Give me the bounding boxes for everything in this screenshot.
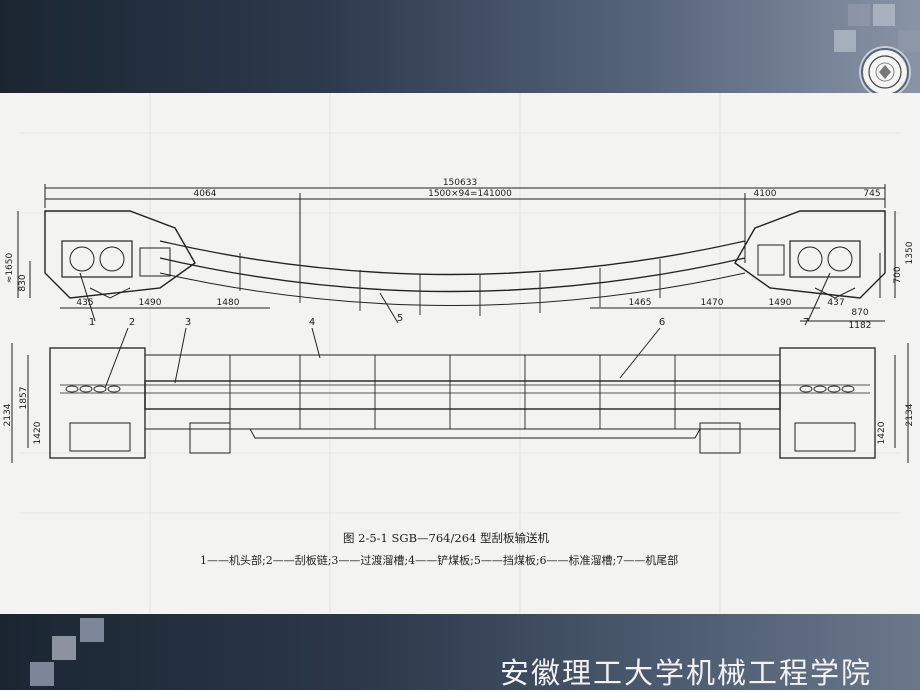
conveyor-figure: 150633 4064 1500×94=141000 4100 745 ≈165… (0, 93, 920, 614)
part-label: 3 (185, 317, 191, 328)
dim-w1420b: 1420 (877, 421, 887, 444)
dim-right-tail: 4100 (754, 189, 777, 199)
figure-caption-legend: 1——机头部;2——刮板链;3——过渡溜槽;4——铲煤板;5——挡煤板;6——标… (200, 554, 679, 567)
decor-square (834, 30, 856, 52)
dim-437: 437 (827, 298, 844, 308)
dim-1490a: 1490 (139, 298, 162, 308)
part-label: 1 (89, 317, 95, 328)
decor-square (898, 30, 920, 52)
part-label: 2 (129, 317, 135, 328)
figure-caption-title: 图 2-5-1 SGB—764/264 型刮板输送机 (343, 531, 549, 545)
footer-band (0, 614, 920, 690)
header-band (0, 0, 920, 93)
conveyor-drawing: 150633 4064 1500×94=141000 4100 745 ≈165… (3, 93, 915, 614)
dim-1182: 1182 (849, 321, 872, 331)
dim-870: 870 (851, 308, 868, 318)
decor-square (52, 636, 76, 660)
dim-h830: 830 (18, 274, 28, 291)
dim-1490b: 1490 (769, 298, 792, 308)
dim-h1350: 1350 (905, 241, 915, 264)
dim-w1857: 1857 (19, 387, 29, 410)
dim-1480: 1480 (217, 298, 240, 308)
university-seal-icon (861, 48, 909, 96)
part-label: 7 (803, 317, 809, 328)
dim-435: 435 (76, 298, 93, 308)
dim-right-end: 745 (863, 189, 880, 199)
dim-1465: 1465 (629, 298, 652, 308)
dim-1470: 1470 (701, 298, 724, 308)
dim-w2134a: 2134 (3, 403, 13, 426)
decor-square (873, 4, 895, 26)
dim-h700: 700 (893, 266, 903, 283)
dim-w1420a: 1420 (33, 421, 43, 444)
dim-w2134b: 2134 (905, 403, 915, 426)
part-label: 4 (309, 317, 315, 328)
decor-square (30, 662, 54, 686)
decor-square (848, 4, 870, 26)
part-label: 5 (397, 313, 403, 324)
institution-name: 安徽理工大学机械工程学院 (499, 656, 872, 690)
dim-h1650: ≈1650 (5, 253, 15, 284)
decor-square (80, 618, 104, 642)
part-label: 6 (659, 317, 665, 328)
dim-total: 150633 (443, 178, 477, 188)
dim-left-head: 4064 (194, 189, 217, 199)
dim-middle: 1500×94=141000 (428, 189, 512, 199)
